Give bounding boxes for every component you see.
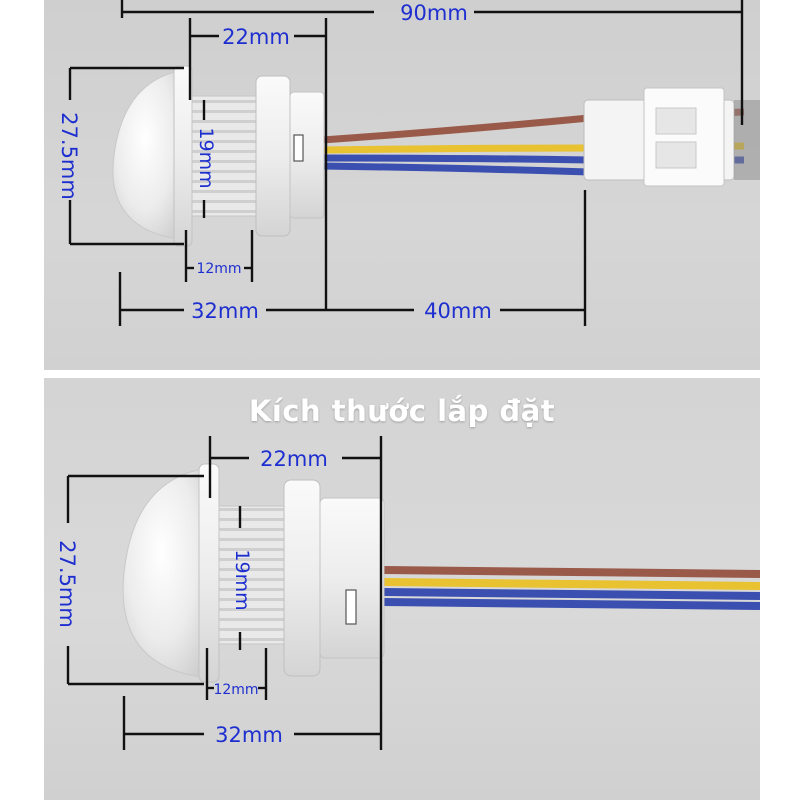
wire-bundle: [383, 566, 760, 610]
bottom-product-illustration: 22mm 27.5mm 19mm 12mm 32mm: [55, 436, 760, 750]
dim-body-length-label: 32mm: [215, 723, 283, 747]
bottom-photo-panel: Kích thước lắp đặt: [44, 378, 760, 800]
top-photo-panel: 90mm 22mm 27.5mm 19mm 12mm 32mm 40mm: [44, 0, 760, 370]
dim-thread-width-label: 22mm: [222, 25, 290, 49]
dim-total-length-label: 90mm: [400, 1, 468, 25]
dim-thread-diameter-label: 19mm: [195, 127, 217, 188]
dim-wire-length-label: 40mm: [424, 299, 492, 323]
dim-height-label: 27.5mm: [55, 540, 79, 628]
wire-bundle: [321, 108, 745, 176]
dimension-lines: [68, 0, 744, 326]
dim-flange-label: 12mm: [196, 261, 241, 277]
installation-dimensions-caption: Kích thước lắp đặt: [248, 394, 556, 428]
dim-flange-label: 12mm: [213, 682, 258, 698]
top-product-illustration: 90mm 22mm 27.5mm 19mm 12mm 32mm 40mm: [57, 0, 760, 326]
pir-sensor: [112, 65, 325, 247]
dim-body-length-label: 32mm: [191, 299, 259, 323]
dimension-lines: [66, 436, 383, 750]
wire-connector: [583, 87, 760, 187]
dim-height-label: 27.5mm: [57, 112, 81, 200]
dim-thread-diameter-label: 19mm: [231, 549, 253, 610]
dim-thread-width-label: 22mm: [260, 447, 328, 471]
pir-sensor: [122, 463, 385, 683]
